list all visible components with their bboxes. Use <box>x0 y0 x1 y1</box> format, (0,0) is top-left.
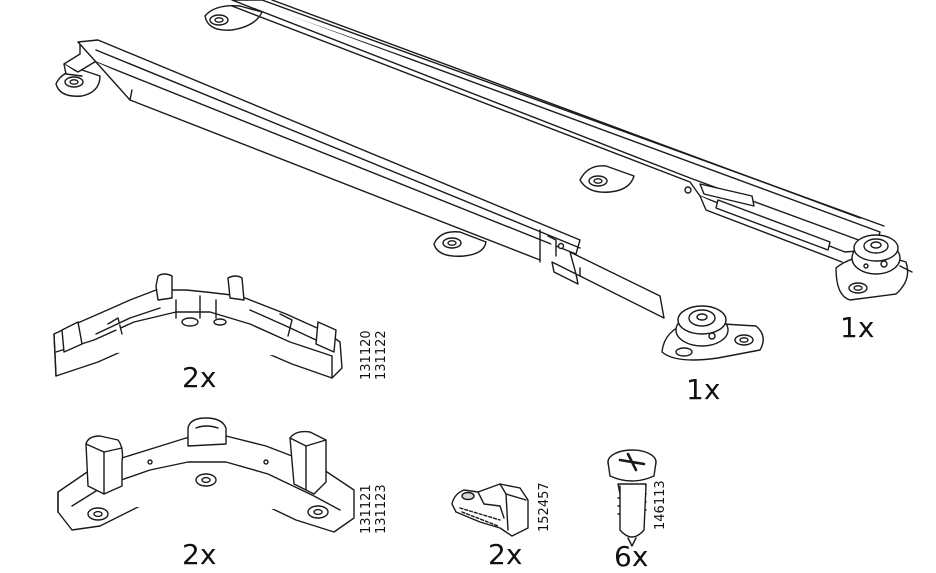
article-number: 131122 <box>373 330 389 380</box>
rail-back-quantity: 1x <box>840 311 875 344</box>
article-number: 131120 <box>359 330 374 380</box>
clip-quantity: 2x <box>488 538 523 571</box>
article-number: 131123 <box>373 484 389 534</box>
rail-back-drawing <box>204 0 913 301</box>
connector-b-article-numbers: 131121 131123 <box>359 484 390 534</box>
connector-b-quantity: 2x <box>182 538 217 571</box>
connector-a-quantity: 2x <box>182 361 217 394</box>
connector-b-drawing <box>57 417 355 533</box>
clip-drawing <box>451 483 529 537</box>
rail-front-quantity: 1x <box>686 373 721 406</box>
article-number: 146113 <box>653 480 668 530</box>
connector-a-drawing <box>53 273 343 379</box>
rail-front-drawing <box>55 39 764 361</box>
article-number: 131121 <box>359 484 374 534</box>
article-number: 152457 <box>537 482 552 532</box>
screw-drawing <box>607 449 657 547</box>
connector-a-article-numbers: 131120 131122 <box>359 330 390 380</box>
screw-article-number: 146113 <box>653 480 669 530</box>
screw-quantity: 6x <box>614 540 649 573</box>
clip-article-number: 152457 <box>537 482 553 532</box>
